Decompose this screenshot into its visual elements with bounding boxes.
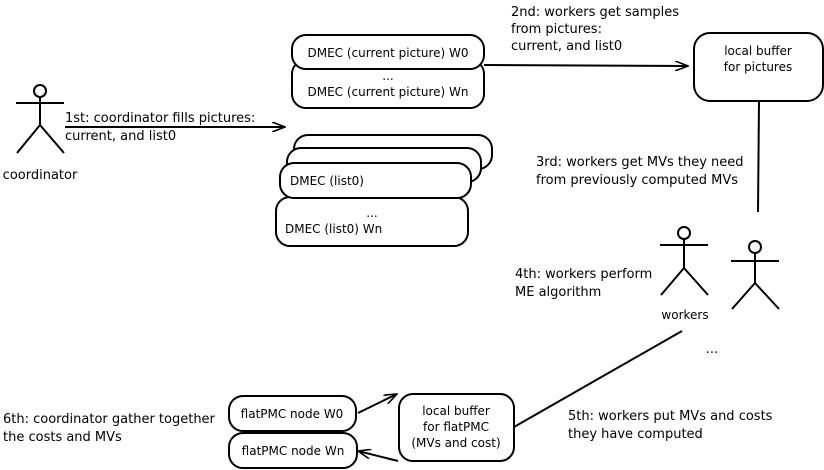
step6-line1: 6th: coordinator gather together [3, 412, 216, 427]
workers-label: workers [661, 308, 708, 322]
step3-line2: from previously computed MVs [536, 173, 738, 188]
step4-line1: 4th: workers perform [515, 267, 652, 282]
flatpmc-w0-box [228, 395, 357, 432]
step6-line2: the costs and MVs [3, 430, 122, 445]
step3-line [757, 100, 760, 213]
dmec-current-wn-label: DMEC (current picture) Wn [307, 85, 468, 99]
flatpmc-wn-label: flatPMC node Wn [242, 444, 345, 458]
dmec-list0-label: DMEC (list0) [290, 174, 364, 188]
dmec-list0-box [279, 162, 472, 199]
step5-line [513, 330, 683, 428]
worker-actor-icon-1 [660, 226, 709, 296]
coordinator-actor-icon [16, 84, 65, 154]
step2-line2: from pictures: [511, 22, 602, 37]
workers-ellipsis: ... [706, 342, 718, 357]
dmec-current-w0-label: DMEC (current picture) W0 [307, 46, 468, 60]
buffer-flatpmc-line2: for flatPMC [423, 420, 489, 434]
buffer-flatpmc-line1: local buffer [422, 404, 490, 418]
step2-arrow [483, 65, 688, 66]
flatpmc-w0-arrow [357, 394, 397, 414]
step2-line3: current, and list0 [511, 39, 622, 54]
dmec-current-dots: ... [382, 69, 393, 83]
flatpmc-wn-arrow [358, 451, 399, 462]
step3-line1: 3rd: workers get MVs they need [536, 155, 744, 170]
buffer-flatpmc-box [398, 393, 515, 462]
coordinator-label: coordinator [3, 168, 78, 183]
dmec-list0-dots: ... [366, 206, 377, 220]
worker-actor-icon-2 [731, 240, 780, 310]
flatpmc-w0-label: flatPMC node W0 [241, 407, 344, 421]
step1-line1: 1st: coordinator fills pictures: [65, 111, 255, 126]
step5-line2: they have computed [568, 427, 703, 442]
buffer-pictures-line2: for pictures [724, 60, 792, 74]
step1-line2: current, and list0 [65, 129, 176, 144]
dmec-current-w0-box [291, 34, 485, 70]
step4-line2: ME algorithm [515, 285, 601, 300]
dmec-list0-wn-label: DMEC (list0) Wn [285, 222, 382, 236]
buffer-pictures-line1: local buffer [724, 44, 792, 58]
buffer-flatpmc-line3: (MVs and cost) [411, 436, 500, 450]
step2-line1: 2nd: workers get samples [511, 5, 679, 20]
step5-line1: 5th: workers put MVs and costs [568, 409, 773, 424]
